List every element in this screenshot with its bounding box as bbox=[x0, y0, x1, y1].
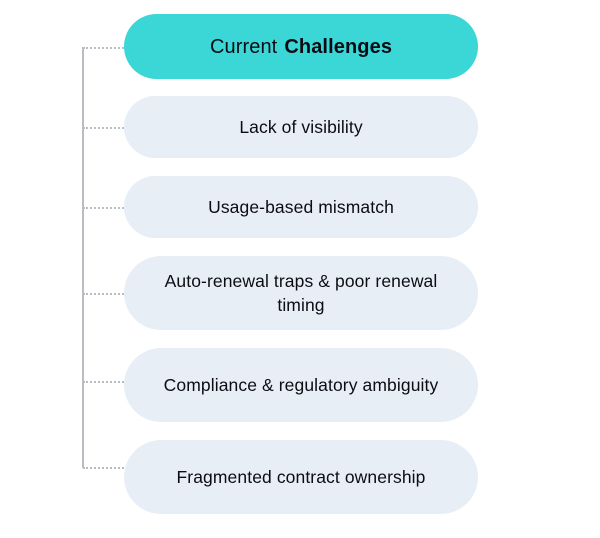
list-item: Compliance & regulatory ambiguity bbox=[124, 348, 478, 422]
list-item: Auto-renewal traps & poor renewal timing bbox=[124, 256, 478, 330]
list-item-label: Lack of visibility bbox=[239, 117, 363, 137]
list-item: Usage-based mismatch bbox=[124, 176, 478, 238]
header-label-bold: Challenges bbox=[284, 35, 393, 58]
diagram-header-pill: Current Challenges bbox=[124, 14, 478, 79]
list-item-label: Auto-renewal traps & poor renewal timing bbox=[164, 271, 438, 315]
node-stack: Current Challenges Lack of visibility Usa… bbox=[124, 14, 478, 514]
list-item: Lack of visibility bbox=[124, 96, 478, 158]
list-item: Fragmented contract ownership bbox=[124, 440, 478, 514]
header-label-regular: Current bbox=[209, 35, 278, 58]
list-item-label: Compliance & regulatory ambiguity bbox=[163, 375, 439, 395]
list-item-label: Usage-based mismatch bbox=[208, 197, 394, 217]
trunk-vertical-line bbox=[82, 47, 84, 468]
list-item-label: Fragmented contract ownership bbox=[176, 467, 426, 487]
